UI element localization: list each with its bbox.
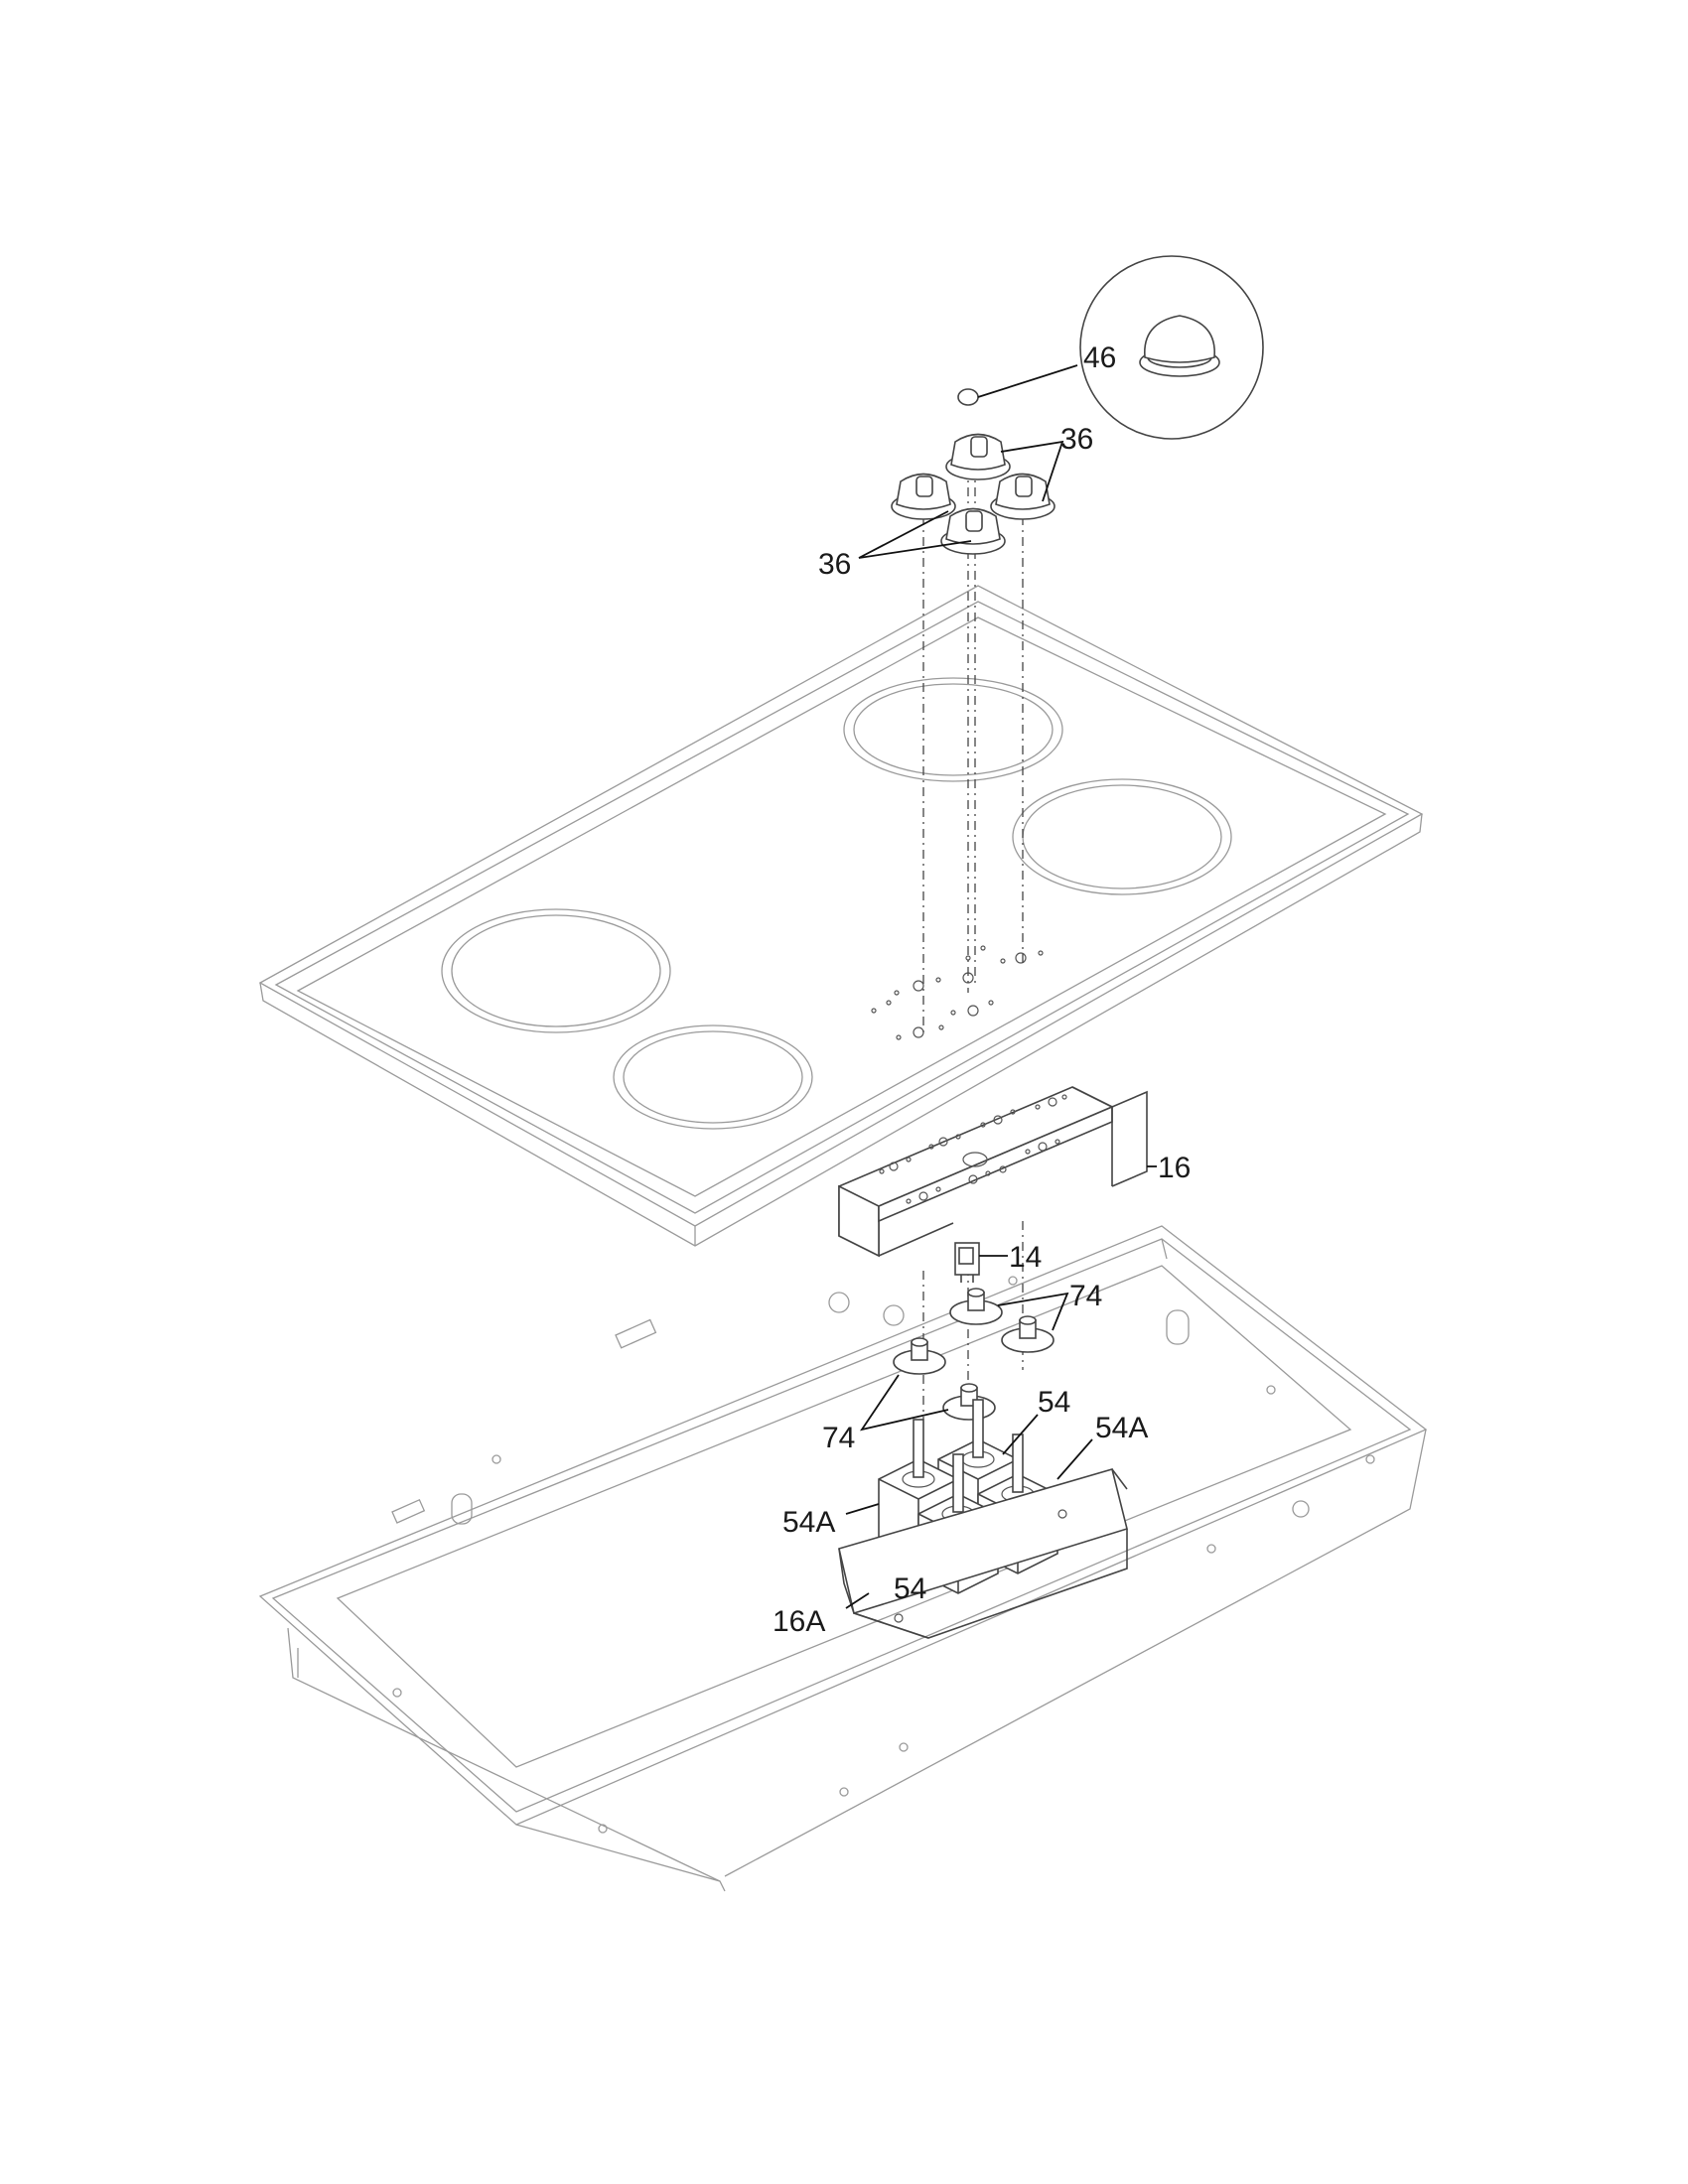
knob <box>891 473 956 520</box>
callout-74-right: 74 <box>1069 1280 1102 1312</box>
washer <box>949 1288 1003 1325</box>
lower-box-frame <box>258 1225 1428 1892</box>
washer <box>893 1337 946 1375</box>
lower-bracket-16A <box>838 1467 1128 1639</box>
callout-labels: 46 36 36 16 14 74 74 54 54A 54A 54 16A <box>773 341 1191 1638</box>
washer <box>1001 1315 1055 1353</box>
callout-16A: 16A <box>773 1605 825 1638</box>
bracket-holes <box>879 1094 1067 1204</box>
callout-54A-left: 54A <box>782 1506 835 1539</box>
control-knobs-36 <box>858 433 1064 559</box>
control-bracket-16 <box>838 1086 1157 1258</box>
burner-rings <box>441 677 1232 1130</box>
switch-14 <box>954 1242 1008 1283</box>
callout-16: 16 <box>1158 1152 1191 1184</box>
knob <box>945 433 1011 480</box>
cooktop-knob-holes <box>871 945 1044 1040</box>
callout-14: 14 <box>1009 1241 1042 1274</box>
callout-54A-right: 54A <box>1095 1412 1148 1444</box>
cooktop-glass <box>258 585 1424 1247</box>
knob <box>990 473 1055 520</box>
callout-74-left: 74 <box>822 1422 855 1454</box>
callout-36-upper: 36 <box>1060 423 1093 456</box>
washer <box>942 1383 996 1421</box>
callout-46: 46 <box>1083 341 1116 374</box>
callout-54-rear: 54 <box>1038 1386 1070 1419</box>
cap-enlarged <box>1139 315 1220 377</box>
lower-box-tabs <box>391 1276 1375 1834</box>
callout-36-lower: 36 <box>818 548 851 581</box>
callout-54-front: 54 <box>894 1572 926 1605</box>
cap-46 <box>957 255 1264 440</box>
knob <box>940 507 1006 555</box>
washers-74 <box>859 1288 1069 1432</box>
